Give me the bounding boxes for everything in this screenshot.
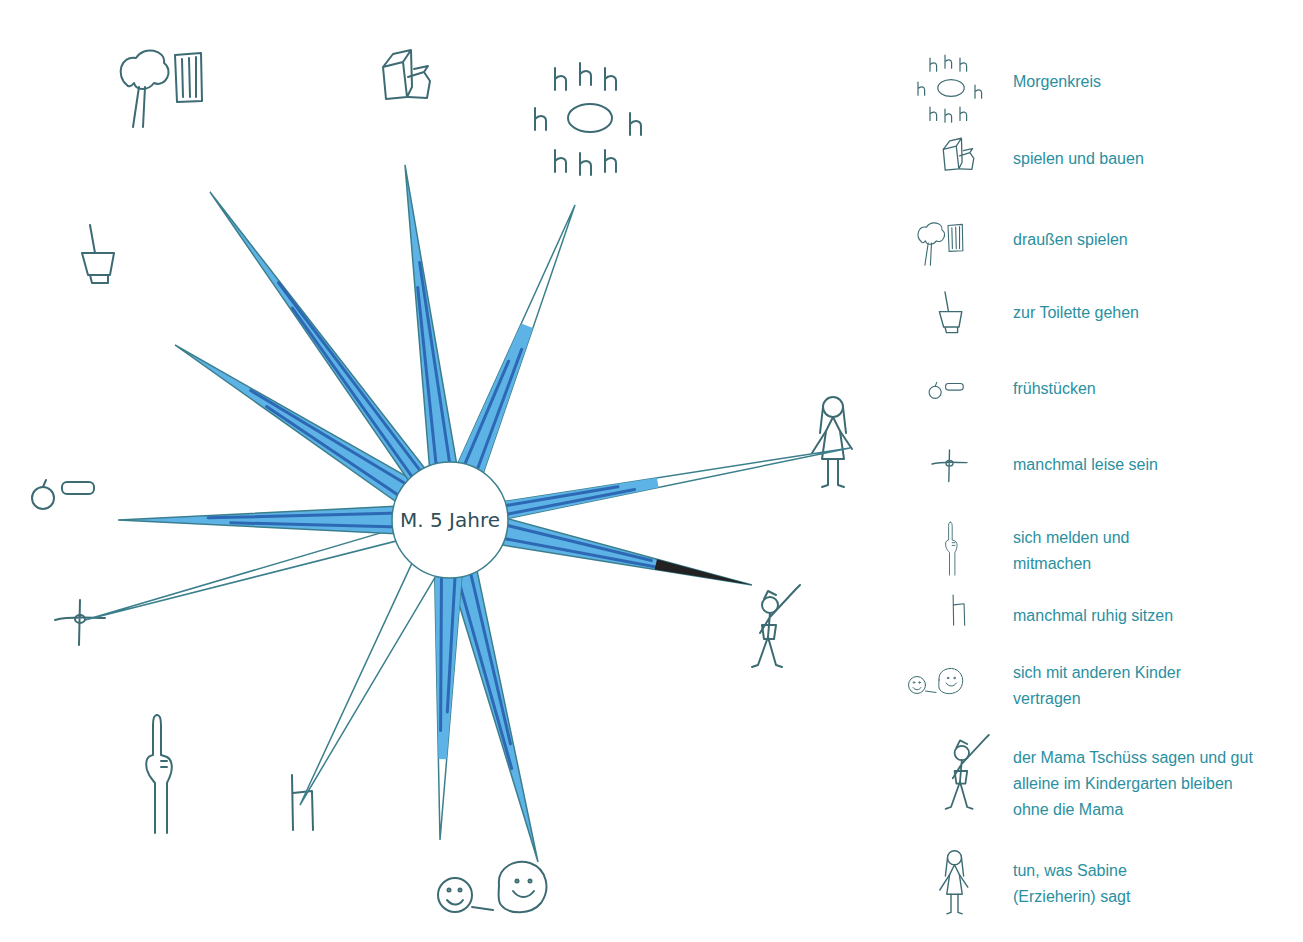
legend-label: frühstücken [1013,376,1283,402]
smiley-icon [438,862,546,912]
star-ray [496,517,752,585]
ray-dark-stroke [441,570,456,731]
outdoor-icon [121,50,202,127]
legend-label: draußen spielen [1013,227,1283,253]
circle-shape [392,462,508,578]
ray-dark-stroke [500,487,635,516]
legend-toilet-icon [939,292,961,333]
star-ray [449,565,538,862]
legend-breakfast-icon [929,382,963,398]
star-ray [405,165,458,472]
finger-icon [146,715,172,833]
center-circle: M. 5 Jahre [390,460,510,580]
girl-icon [812,397,852,487]
legend-blocks-icon [943,138,974,170]
ray-black-tip [655,559,752,585]
legend-label: sich mit anderen Kinder vertragen [1013,660,1228,712]
star-ray [456,205,575,479]
boy-icon [752,585,800,667]
child-name-age: M. 5 Jahre [390,460,510,580]
star-ray [435,570,463,840]
ray-dark-stroke [456,567,512,769]
ray-coloring [435,570,463,760]
legend-label: manchmal ruhig sitzen [1013,603,1283,629]
star-ray [85,528,402,620]
ray-coloring [456,324,533,479]
star-ray [499,448,850,520]
legend-girl-icon [940,851,968,914]
legend-label: sich melden und mitmachen [1013,525,1163,577]
ray-dark-stroke [418,262,451,471]
star-ray [210,192,428,485]
legend-label: der Mama Tschüss sagen und gut alleine i… [1013,745,1263,823]
legend-chair-icon [953,595,965,625]
ray-coloring [499,478,659,520]
ray-dark-stroke [279,283,425,482]
ray-dark-stroke [462,349,522,476]
legend-finger-icon [946,522,957,575]
toilet-icon [82,225,114,283]
legend-boy-icon [946,735,989,809]
ray-dark-stroke [208,513,400,527]
quiet-icon [55,600,105,645]
breakfast-icon [32,480,94,509]
legend-label: tun, was Sabine (Erzieherin) sagt [1013,858,1173,910]
morning-circle-icon [535,63,641,175]
star-ray [118,506,400,534]
legend-quiet-icon [932,450,967,482]
ray-dark-stroke [498,524,671,570]
legend-label: manchmal leise sein [1013,452,1283,478]
star-ray [300,558,439,805]
legend-label: zur Toilette gehen [1013,300,1283,326]
legend-smiley-icon [909,668,963,693]
legend-morning-circle-icon [918,55,982,122]
blocks-icon [383,50,430,99]
legend-outdoor-icon [918,223,963,265]
legend-label: Morgenkreis [1013,69,1283,95]
legend-label: spielen und bauen [1013,146,1283,172]
